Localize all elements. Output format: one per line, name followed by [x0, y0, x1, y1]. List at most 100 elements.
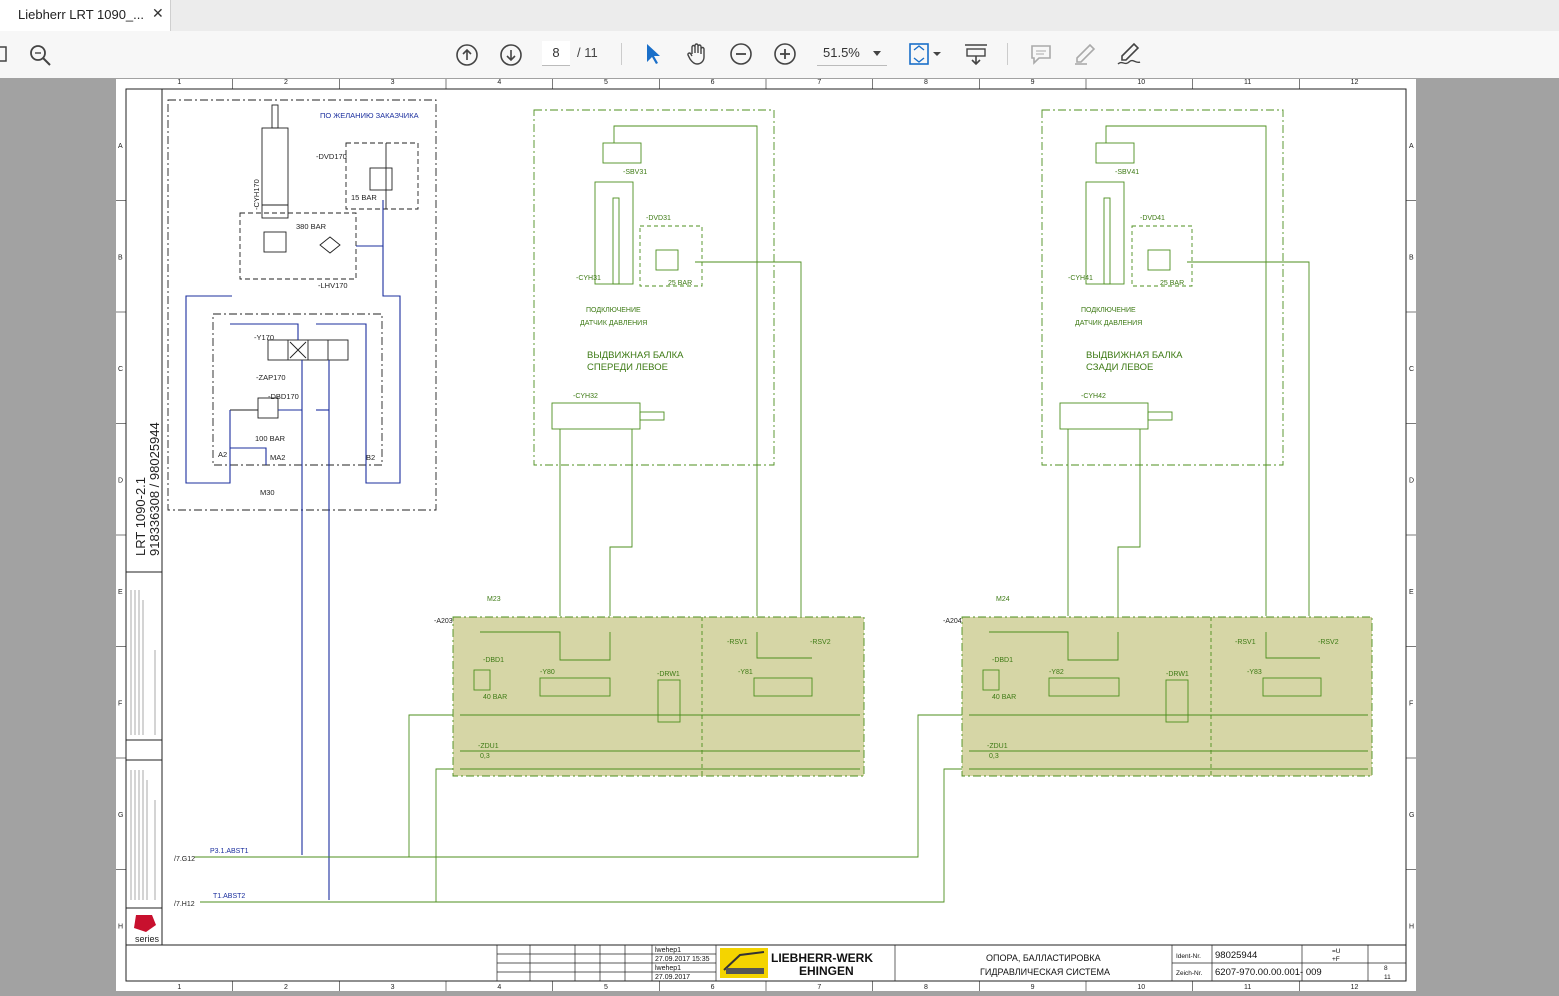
rear-beam-title-2: СЗАДИ ЛЕВОЕ [1086, 362, 1153, 373]
bar100-label: 100 BAR [255, 434, 286, 443]
ident-number: 98025944 [1215, 950, 1257, 961]
block2-bar-label: 40 BAR [992, 694, 1016, 701]
page-total: / 11 [577, 45, 598, 60]
dvd31-label: -DVD31 [646, 215, 671, 222]
grid-column-label: 3 [391, 79, 395, 86]
grid-column-label: 9 [1031, 984, 1035, 991]
m24-label: M24 [996, 596, 1010, 603]
grid-row-label: B [1409, 254, 1414, 261]
front-sensor-label-2: ДАТЧИК ДАВЛЕНИЯ [580, 320, 647, 327]
tab-bar: Liebherr LRT 1090_... ✕ [0, 0, 1559, 32]
close-tab-icon[interactable]: ✕ [152, 5, 164, 21]
block1-bar-label: 40 BAR [483, 694, 507, 701]
ma2-label: MA2 [270, 453, 285, 462]
next-page-icon[interactable] [499, 43, 523, 67]
block1-zdu-value: 0,3 [480, 753, 490, 760]
block1-rsv1-label: -RSV1 [727, 639, 748, 646]
select-tool-icon[interactable] [643, 42, 663, 66]
grid-column-label: 11 [1244, 79, 1251, 86]
grid-row-label: A [1409, 143, 1414, 150]
hand-tool-icon[interactable] [685, 42, 709, 66]
cyh31-label: -CYH31 [576, 275, 601, 282]
bar380-label: 380 BAR [296, 222, 327, 231]
grid-column-label: 6 [711, 984, 715, 991]
grid-row-label: B [118, 254, 123, 261]
block2-zdu-label: -ZDU1 [987, 743, 1008, 750]
zoom-out-icon[interactable] [729, 42, 753, 66]
block2-rsv2-label: -RSV2 [1318, 639, 1339, 646]
sheet-number: 8 [1384, 965, 1388, 972]
grid-column-label: 9 [1031, 79, 1035, 86]
document-tab[interactable]: Liebherr LRT 1090_... ✕ [0, 0, 171, 31]
grid-row-label: H [1409, 923, 1414, 930]
y170-label: -Y170 [254, 333, 274, 342]
page-number-input[interactable]: 8 [542, 41, 570, 66]
block1-dbd-label: -DBD1 [483, 657, 504, 664]
grid-column-label: 4 [497, 79, 501, 86]
grid-column-label: 1 [177, 984, 181, 991]
grid-column-label: 10 [1137, 984, 1145, 991]
zoom-select[interactable]: 51.5% [817, 41, 887, 66]
schematic-page: LRT 1090-2.1 918336308 / 98025944 series [116, 79, 1416, 991]
optional-label: ПО ЖЕЛАНИЮ ЗАКАЗЧИКА [320, 111, 419, 120]
dvd170-label: -DVD170 [316, 152, 347, 161]
find-icon[interactable] [28, 43, 52, 67]
grid-row-label: D [118, 477, 123, 484]
toolbar-divider-2 [1007, 43, 1008, 65]
bar15-label: 15 BAR [351, 193, 377, 202]
grid-column-label: 2 [284, 984, 288, 991]
rear-sensor-label-2: ДАТЧИК ДАВЛЕНИЯ [1075, 320, 1142, 327]
dbd170-label: -DBD170 [268, 392, 299, 401]
edit-date: 27.09.2017 15:35 [655, 956, 710, 963]
p-line-ref: /7.G12 [174, 856, 195, 863]
grid-column-label: 5 [604, 79, 608, 86]
fit-page-icon[interactable] [908, 42, 942, 66]
rotate-scroll-icon[interactable] [963, 42, 989, 66]
y81-label: -Y81 [738, 669, 753, 676]
a2-label: A2 [218, 450, 227, 459]
drawing-title-2: ГИДРАВЛИЧЕСКАЯ СИСТЕМА [980, 967, 1110, 977]
tab-title: Liebherr LRT 1090_... [18, 7, 144, 22]
block1-rsv2-label: -RSV2 [810, 639, 831, 646]
grid-column-label: 8 [924, 79, 928, 86]
rear-sensor-label-1: ПОДКЛЮЧЕНИЕ [1081, 307, 1136, 314]
previous-page-icon[interactable] [455, 43, 479, 67]
dvd41-label: -DVD41 [1140, 215, 1165, 222]
grid-row-label: F [1409, 700, 1413, 707]
m23-label: M23 [487, 596, 501, 603]
zap170-label: -ZAP170 [256, 373, 286, 382]
grid-column-label: 11 [1244, 984, 1251, 991]
highlight-pen-icon[interactable] [1073, 42, 1097, 66]
comment-icon[interactable] [1029, 42, 1053, 66]
zoom-in-icon[interactable] [773, 42, 797, 66]
grid-row-label: C [1409, 366, 1414, 373]
cyh32-label: -CYH32 [573, 393, 598, 400]
p-line-label: P3.1.ABST1 [210, 848, 249, 855]
block2-zdu-value: 0,3 [989, 753, 999, 760]
t-line-label: T1.ABST2 [213, 893, 245, 900]
t-line-ref: /7.H12 [174, 901, 195, 908]
sidebar-toggle-icon[interactable] [0, 44, 8, 64]
grid-row-label: H [118, 923, 123, 930]
grid-column-label: 7 [817, 984, 821, 991]
title-block [496, 945, 1406, 981]
company-name-2: EHINGEN [799, 964, 854, 978]
y82-label: -Y82 [1049, 669, 1064, 676]
company-name-1: LIEBHERR-WERK [771, 951, 873, 965]
rear-bar-label: 25 BAR [1160, 280, 1184, 287]
ident-label: Ident-Nr. [1176, 953, 1201, 960]
grid-row-label: A [118, 143, 123, 150]
lhv170-label: -LHV170 [318, 281, 348, 290]
cyh41-label: -CYH41 [1068, 275, 1093, 282]
e3-series-logo: series [134, 915, 160, 944]
chevron-down-icon [873, 51, 881, 56]
grid-column-label: 12 [1351, 984, 1359, 991]
block1-drw-label: -DRW1 [657, 671, 680, 678]
block2-drw-label: -DRW1 [1166, 671, 1189, 678]
issue-date: 27.09.2017 [655, 974, 690, 981]
grid-column-label: 3 [391, 984, 395, 991]
sign-icon[interactable] [1116, 42, 1142, 66]
grid-column-label: 10 [1137, 79, 1145, 86]
a203-label: -A203 [434, 618, 453, 625]
sbv41-label: -SBV41 [1115, 169, 1139, 176]
